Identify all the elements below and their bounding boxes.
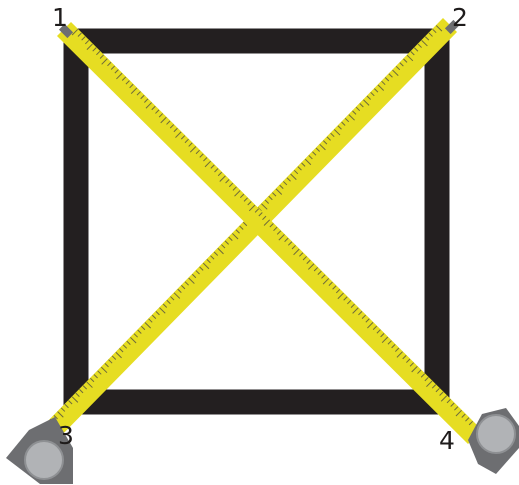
corner-label-3: 3 xyxy=(58,421,74,450)
tape-blade xyxy=(57,22,482,444)
corner-label-1: 1 xyxy=(52,3,68,32)
tape-measure-case-corner-4 xyxy=(468,408,519,474)
tape-measure-diagonal-1-to-4 xyxy=(57,22,482,444)
corner-label-4: 4 xyxy=(439,426,455,455)
corner-label-2: 2 xyxy=(452,3,468,32)
